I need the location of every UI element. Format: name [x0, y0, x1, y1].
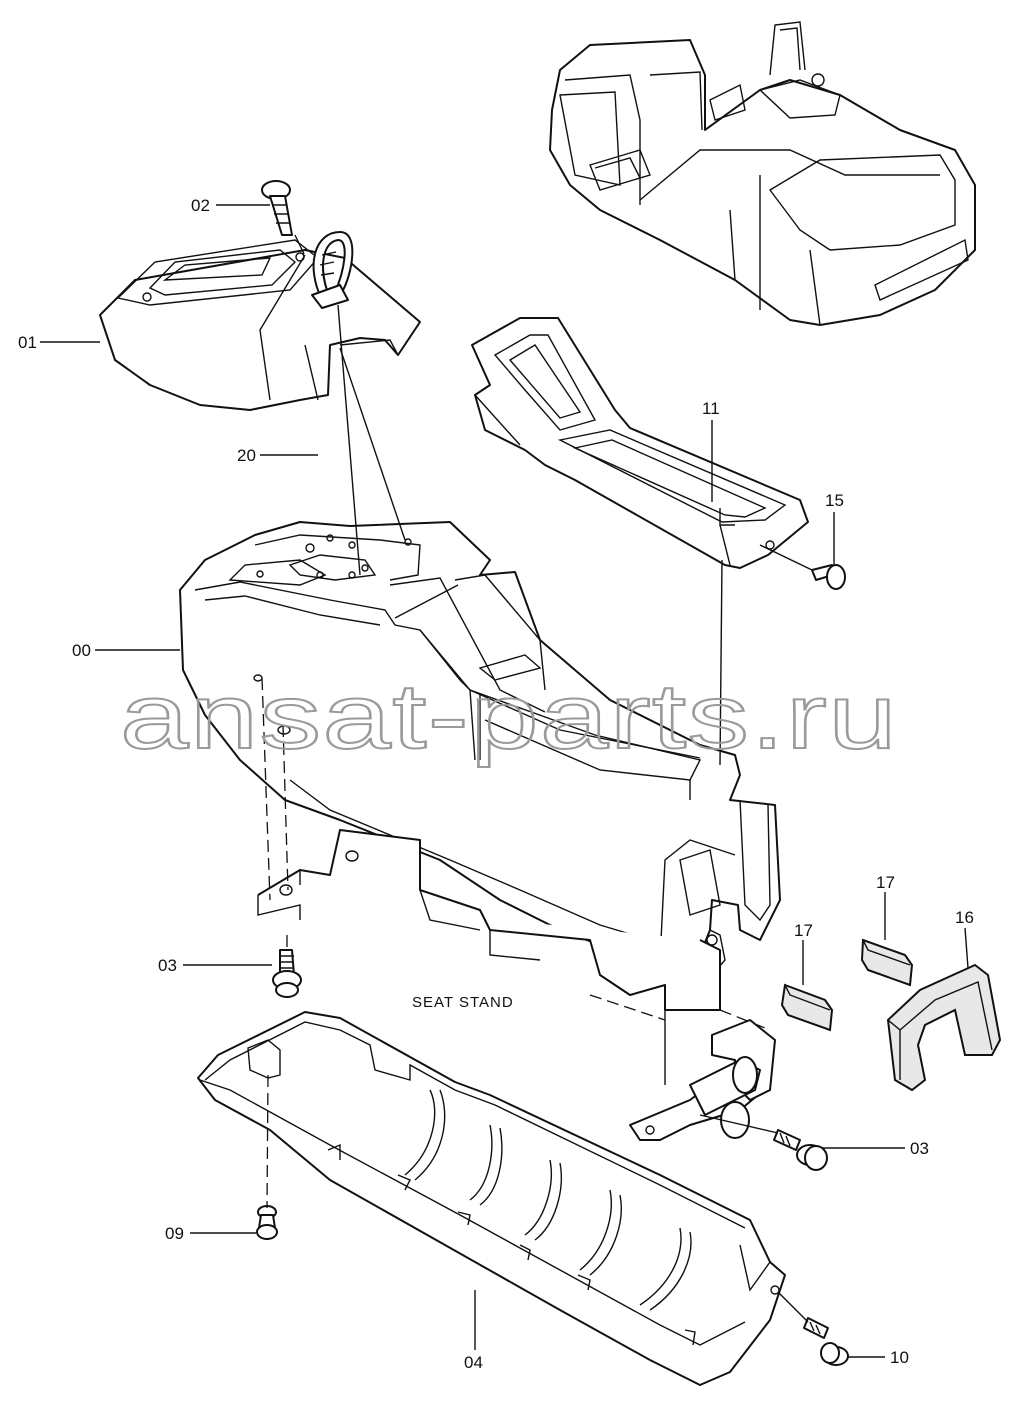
part-09-bolt [256, 1205, 278, 1240]
callout-10: 10 [890, 1348, 909, 1367]
part-03-bolt-left [272, 949, 302, 998]
part-16-u-foam [886, 963, 1002, 1092]
callout-01: 01 [18, 333, 37, 352]
callout-09: 09 [165, 1224, 184, 1243]
part-11-tray-panel [471, 317, 809, 569]
seat-stand-frame [257, 829, 721, 1011]
seat-mount-bracket [629, 1019, 828, 1171]
callout-17-a: 17 [876, 873, 895, 892]
callout-11: 11 [702, 399, 720, 418]
callout-02: 02 [191, 196, 210, 215]
part-20-cable-tie [311, 231, 354, 309]
callout-15: 15 [825, 491, 844, 510]
part-15-bolt [811, 564, 846, 590]
watermark: ansat-parts.ru [120, 666, 898, 768]
callout-03-right: 03 [910, 1139, 929, 1158]
seat-stand-annotation: SEAT STAND [412, 994, 514, 1011]
part-17-foam-pad-a [860, 938, 914, 987]
callout-leaders [40, 204, 969, 1358]
assembly-lines [253, 234, 813, 1323]
part-04-lower-cover [197, 1011, 786, 1386]
excavator-overview-illustration [549, 21, 976, 326]
callout-04: 04 [464, 1353, 483, 1372]
callout-16: 16 [955, 908, 974, 927]
part-10-bolt [803, 1317, 849, 1366]
callout-00: 00 [72, 641, 91, 660]
part-01-upper-cover [99, 239, 421, 411]
callout-03-left: 03 [158, 956, 177, 975]
part-02-screw [261, 180, 293, 236]
part-17-foam-pad-b [780, 983, 834, 1032]
callout-20: 20 [237, 446, 256, 465]
callout-17-b: 17 [794, 921, 813, 940]
